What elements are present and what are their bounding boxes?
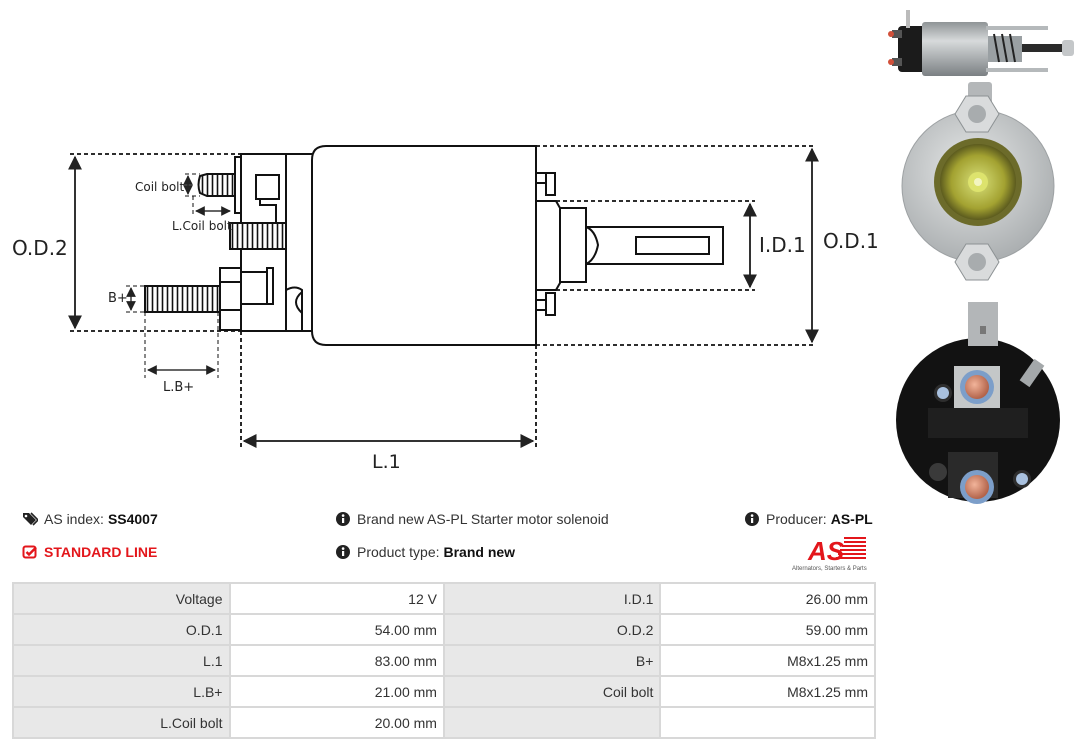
coil-bolt-label: Coil bolt bbox=[135, 180, 184, 194]
logo-mark: AS bbox=[807, 536, 845, 566]
tags-icon bbox=[23, 512, 38, 526]
spec-label: Voltage bbox=[12, 582, 231, 615]
od1-label: O.D.1 bbox=[823, 229, 879, 253]
spec-value: 20.00 mm bbox=[228, 706, 445, 739]
spec-label: L.Coil bolt bbox=[12, 706, 231, 739]
info-circle-icon bbox=[336, 545, 350, 559]
spec-label: L.B+ bbox=[12, 675, 231, 708]
spec-value: M8x1.25 mm bbox=[659, 675, 876, 708]
spec-value: 21.00 mm bbox=[228, 675, 445, 708]
spec-label bbox=[442, 706, 662, 739]
spec-value: M8x1.25 mm bbox=[659, 644, 876, 677]
product-type: Product type: Brand new bbox=[335, 544, 515, 560]
lbplus-label: L.B+ bbox=[163, 380, 194, 395]
info-circle-icon bbox=[745, 512, 759, 526]
producer-label: Producer: bbox=[766, 511, 827, 527]
solenoid-body bbox=[311, 145, 537, 346]
bplus-label: B+ bbox=[108, 291, 128, 306]
spec-value: 83.00 mm bbox=[228, 644, 445, 677]
product-photos bbox=[886, 0, 1080, 505]
spec-value: 54.00 mm bbox=[228, 613, 445, 646]
dimension-diagram: O.D.2 O.D.1 I.D.1 L.1 L.B+ B+ Coil bolt … bbox=[12, 145, 879, 473]
spec-value: 26.00 mm bbox=[659, 582, 876, 615]
standard-line-text: STANDARD LINE bbox=[44, 544, 158, 560]
as-index-label: AS index: bbox=[44, 511, 104, 527]
front-view-photo bbox=[901, 82, 1055, 281]
extension-lines bbox=[70, 145, 815, 448]
spec-label: I.D.1 bbox=[442, 582, 662, 615]
logo-tagline: Alternators, Starters & Parts bbox=[792, 566, 867, 572]
spec-label: Coil bolt bbox=[442, 675, 662, 708]
product-type-label: Product type: bbox=[357, 544, 440, 560]
producer: Producer: AS-PL bbox=[744, 511, 873, 527]
l-coil-bolt-label: L.Coil bolt bbox=[172, 219, 232, 233]
spec-label: O.D.1 bbox=[12, 613, 231, 646]
rear-view-photo bbox=[896, 302, 1060, 504]
info-circle-icon bbox=[336, 512, 350, 526]
spec-label: O.D.2 bbox=[442, 613, 662, 646]
checkbox-checked-icon bbox=[22, 545, 37, 559]
as-index-value: SS4007 bbox=[107, 511, 158, 527]
id1-label: I.D.1 bbox=[759, 233, 806, 257]
product-description: Brand new AS-PL Starter motor solenoid bbox=[335, 511, 609, 527]
l1-label: L.1 bbox=[372, 451, 401, 473]
spec-label: L.1 bbox=[12, 644, 231, 677]
product-type-value: Brand new bbox=[443, 544, 516, 560]
side-view-photo bbox=[888, 10, 1074, 76]
spec-label: B+ bbox=[442, 644, 662, 677]
as-pl-logo: AS Alternators, Starters & Parts bbox=[792, 534, 878, 572]
od2-label: O.D.2 bbox=[12, 236, 68, 260]
spec-value: 59.00 mm bbox=[659, 613, 876, 646]
standard-line-badge: STANDARD LINE bbox=[22, 544, 157, 560]
spec-value: 12 V bbox=[228, 582, 445, 615]
spec-value bbox=[659, 706, 876, 739]
as-index: AS index: SS4007 bbox=[22, 511, 158, 527]
producer-value: AS-PL bbox=[830, 511, 873, 527]
description-text: Brand new AS-PL Starter motor solenoid bbox=[357, 511, 609, 527]
